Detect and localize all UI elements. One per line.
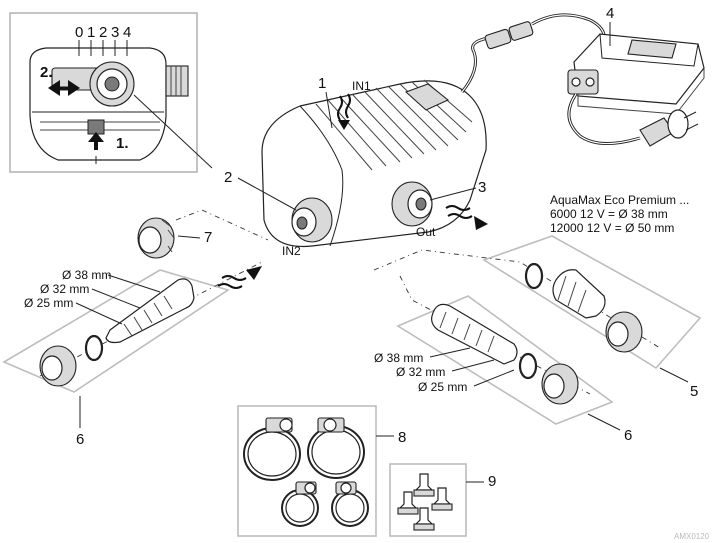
tail-4 bbox=[413, 507, 435, 531]
in2-flow-arrow-icon bbox=[217, 266, 262, 289]
product-note-line1: AquaMax Eco Premium ... bbox=[550, 193, 689, 207]
scale-label-0: 0 bbox=[75, 24, 83, 41]
callout-9: 9 bbox=[488, 473, 496, 490]
inset-callout-1: 1. bbox=[116, 135, 129, 152]
inset-callout-2: 2. bbox=[40, 64, 53, 81]
in1-flow-arrow-icon bbox=[337, 93, 351, 130]
port-label-out: Out bbox=[416, 225, 436, 239]
left-size-32: Ø 32 mm bbox=[40, 282, 89, 296]
pump-port-in2 bbox=[291, 197, 333, 243]
right-size-38: Ø 38 mm bbox=[374, 351, 423, 365]
callout-6-right: 6 bbox=[624, 427, 632, 444]
pump-port-out bbox=[391, 181, 433, 227]
product-note-line2: 6000 12 V = Ø 38 mm bbox=[550, 207, 668, 221]
callout-7: 7 bbox=[204, 229, 212, 246]
scale-label-3: 3 bbox=[111, 24, 119, 41]
out-flow-arrow-icon bbox=[445, 205, 488, 230]
pump-top-ribs bbox=[315, 79, 473, 171]
callout-1: 1 bbox=[318, 75, 326, 92]
callout-5: 5 bbox=[690, 383, 698, 400]
mains-plug bbox=[567, 93, 699, 147]
scale-label-4: 4 bbox=[123, 24, 131, 41]
product-note-line3: 12000 12 V = Ø 50 mm bbox=[550, 221, 674, 235]
pump-main-body bbox=[261, 79, 487, 248]
control-unit bbox=[567, 33, 705, 115]
callout-3: 3 bbox=[478, 179, 486, 196]
power-cable bbox=[460, 13, 606, 93]
tail-2 bbox=[397, 491, 419, 515]
tail-3 bbox=[431, 487, 453, 511]
scale-label-2: 2 bbox=[99, 24, 107, 41]
figure-code: AMX0120 bbox=[674, 532, 710, 541]
union-nut-part-7 bbox=[137, 217, 175, 259]
callout-8: 8 bbox=[398, 429, 406, 446]
inset-scale-ticks bbox=[78, 40, 128, 56]
clamp-small-2 bbox=[331, 481, 369, 527]
clamp-large-2 bbox=[307, 417, 365, 479]
port-label-in2: IN2 bbox=[282, 244, 301, 258]
callout-6-left: 6 bbox=[76, 431, 84, 448]
left-size-25: Ø 25 mm bbox=[24, 296, 73, 310]
tail-1 bbox=[413, 473, 435, 497]
left-size-38: Ø 38 mm bbox=[62, 268, 111, 282]
callout-2: 2 bbox=[224, 169, 232, 186]
right-tray-part-6 bbox=[396, 275, 614, 425]
port-label-in1: IN1 bbox=[352, 79, 371, 93]
hose-clamps-part-8 bbox=[237, 405, 377, 537]
right-tray-part-5 bbox=[373, 235, 702, 370]
callout-4: 4 bbox=[606, 5, 614, 22]
clamp-small-1 bbox=[281, 481, 319, 527]
right-size-32: Ø 32 mm bbox=[396, 365, 445, 379]
clamp-large-1 bbox=[243, 417, 301, 481]
right-size-25: Ø 25 mm bbox=[418, 380, 467, 394]
hose-tails-part-9 bbox=[389, 463, 467, 537]
left-tray-part-6 bbox=[2, 261, 263, 393]
scale-label-1: 1 bbox=[87, 24, 95, 41]
inset-panel: 0 1 2 3 4 2. 1. bbox=[9, 12, 198, 173]
slide-double-arrow-icon bbox=[48, 80, 80, 96]
push-up-arrow-icon bbox=[88, 132, 104, 150]
